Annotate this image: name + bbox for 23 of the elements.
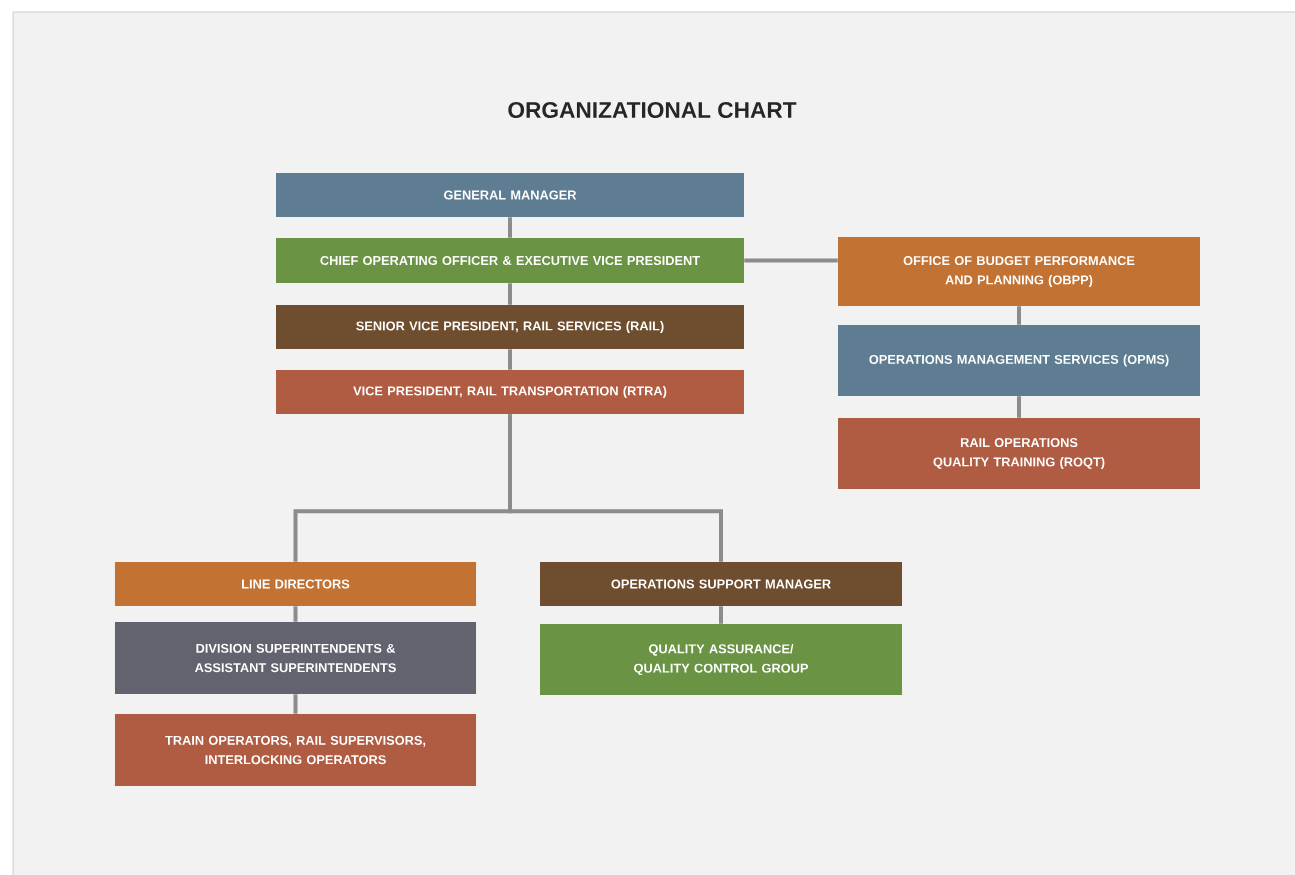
org-box: OFFICE OF BUDGET PERFORMANCE AND PLANNING (OBPP) xyxy=(838,236,1200,307)
org-box: OPERATIONS MANAGEMENT SERVICES (OPMS) xyxy=(838,325,1200,396)
org-box: SENIOR VICE PRESIDENT, RAIL SERVICES (RAIL) xyxy=(276,305,744,349)
connector-line xyxy=(508,283,512,305)
connector-line xyxy=(508,217,512,238)
connector-line xyxy=(1017,306,1021,325)
org-box: OPERATIONS SUPPORT MANAGER xyxy=(540,562,902,606)
connector-line xyxy=(744,258,838,263)
connector-line xyxy=(508,414,723,562)
connector-line xyxy=(719,606,723,624)
org-box: CHIEF OPERATING OFFICER & EXECUTIVE VICE PRESIDENT xyxy=(276,237,744,284)
org-box: LINE DIRECTORS xyxy=(114,562,477,606)
org-box: DIVISION SUPERINTENDENTS & ASSISTANT SUPERINTENDENTS xyxy=(114,622,477,694)
connector-line xyxy=(1017,396,1021,418)
chart-title: ORGANIZATIONAL CHART xyxy=(508,102,797,119)
connector-line xyxy=(293,694,298,714)
org-box: VICE PRESIDENT, RAIL TRANSPORTATION (RTRA) xyxy=(276,370,744,414)
org-box: TRAIN OPERATORS, RAIL SUPERVISORS, INTERLOCKING OPERATORS xyxy=(114,714,477,786)
org-box: RAIL OPERATIONS QUALITY TRAINING (ROQT) xyxy=(838,418,1200,489)
connector-line xyxy=(293,606,298,622)
connector-line xyxy=(508,349,512,370)
org-box: GENERAL MANAGER xyxy=(276,173,744,217)
org-box: QUALITY ASSURANCE/ QUALITY CONTROL GROUP xyxy=(540,624,902,695)
